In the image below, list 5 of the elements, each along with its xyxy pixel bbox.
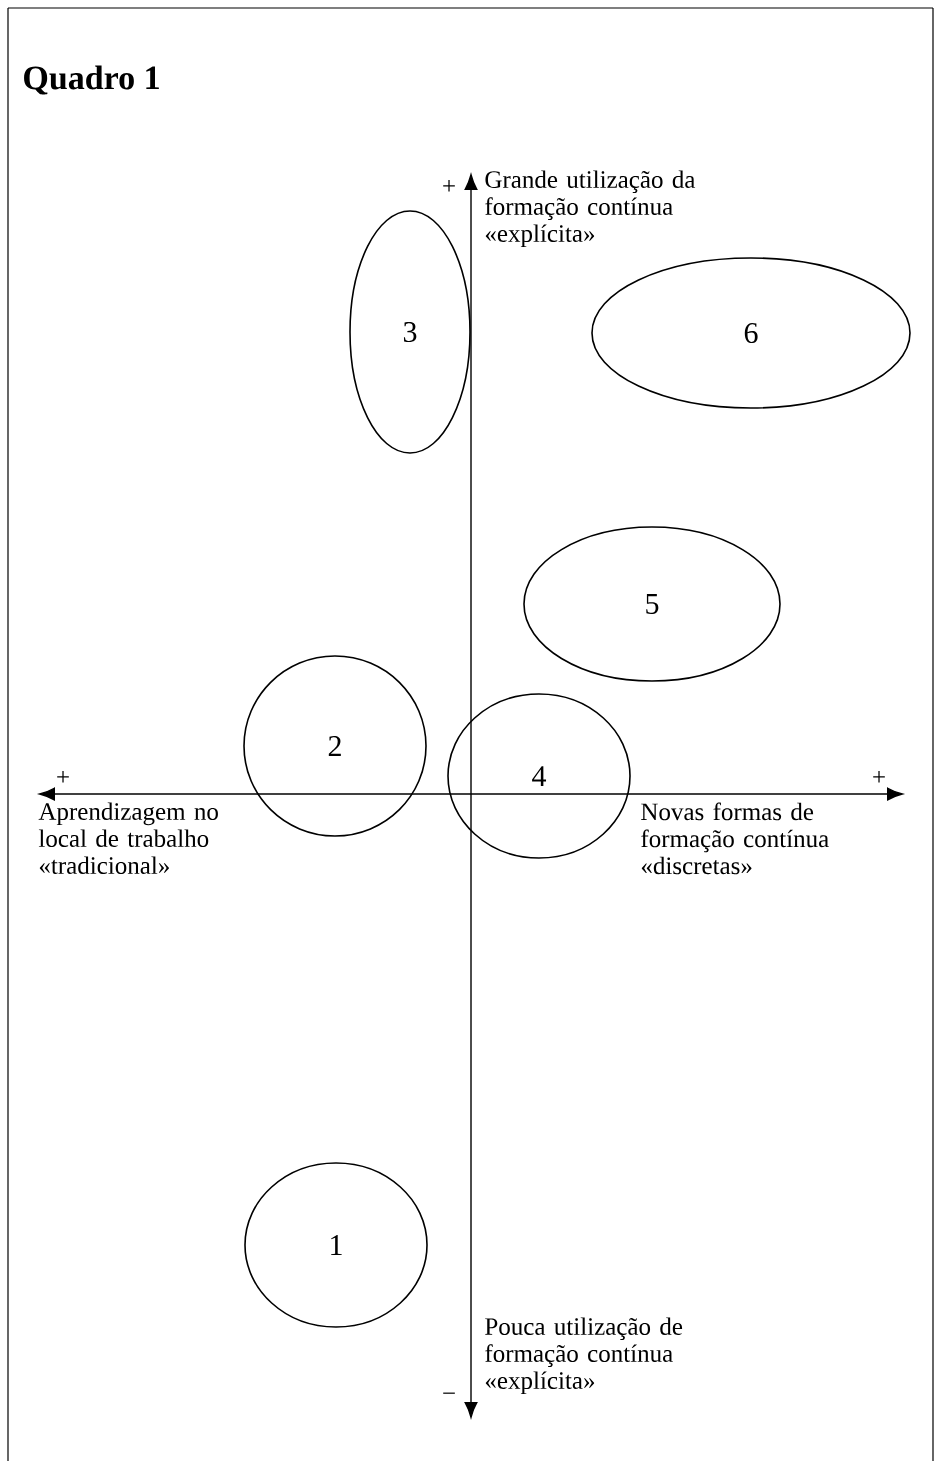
sign: + [57, 770, 69, 783]
sign: + [873, 770, 885, 783]
sign: − [443, 1392, 455, 1394]
axis-label: Grande utilização da formação contínua «explícita» [485, 170, 696, 248]
title: Quadro 1 [24, 65, 159, 95]
